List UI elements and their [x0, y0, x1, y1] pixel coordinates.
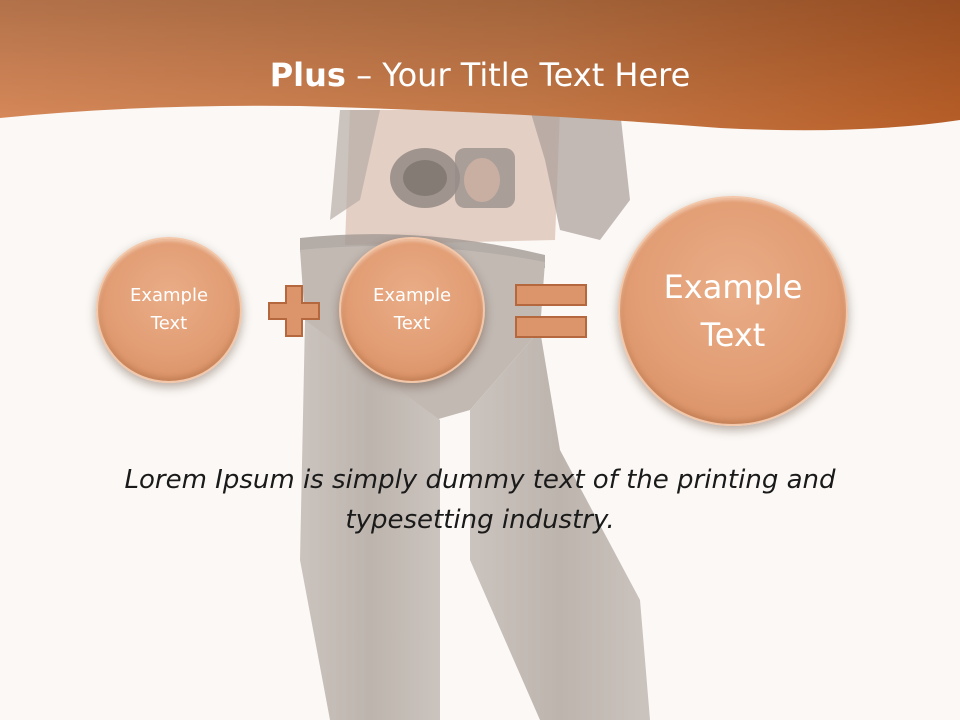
equals-icon — [515, 284, 587, 338]
plus-icon — [268, 285, 320, 337]
title-rest: – Your Title Text Here — [345, 56, 691, 94]
caption-text: Lorem Ipsum is simply dummy text of the … — [124, 465, 836, 535]
slide-title: Plus – Your Title Text Here — [0, 52, 960, 98]
circle-text-3: Example Text — [663, 268, 803, 354]
circle-text-1: Example Text — [129, 285, 209, 334]
example-circle-1: Example Text — [96, 237, 242, 383]
example-circle-result: Example Text — [618, 196, 848, 426]
circle-text-2: Example Text — [372, 285, 452, 334]
title-bold: Plus — [269, 56, 346, 94]
header-band — [0, 0, 960, 131]
example-circle-2: Example Text — [339, 237, 485, 383]
